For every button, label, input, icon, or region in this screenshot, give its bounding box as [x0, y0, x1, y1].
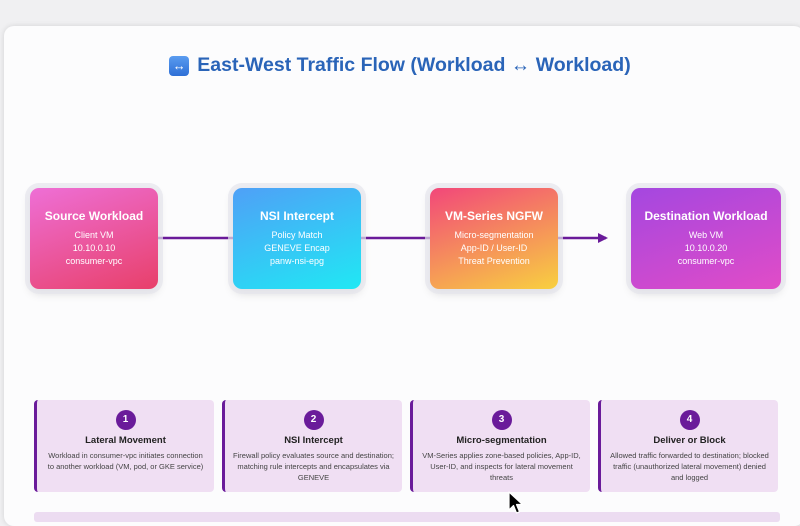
node-detail: Web VM — [688, 230, 724, 240]
step-description: VM-Series applies zone-based policies, A… — [422, 451, 581, 482]
mouse-cursor-icon — [508, 491, 524, 514]
node-detail: App-ID / User-ID — [460, 243, 528, 253]
step-card-1: 1 Lateral Movement Workload in consumer-… — [34, 400, 214, 492]
page-title-text: East-West Traffic Flow (Workload ↔ Workl… — [197, 54, 631, 76]
step-description: Firewall policy evaluates source and des… — [233, 451, 394, 482]
step-number-badge: 2 — [303, 410, 324, 430]
node-detail: Client VM — [74, 230, 114, 240]
node-title: Source Workload — [44, 209, 144, 223]
node-title: Destination Workload — [644, 209, 768, 223]
node-nsi-intercept: NSI Intercept Policy Match GENEVE Encap … — [233, 188, 361, 289]
bottom-section-strip — [34, 512, 780, 522]
left-right-arrow-icon: ↔ — [169, 55, 190, 76]
step-title: Lateral Movement — [85, 435, 166, 446]
step-title: Deliver or Block — [653, 435, 726, 446]
node-vm-series-ngfw: VM-Series NGFW Micro-segmentation App-ID… — [430, 188, 558, 289]
page-title: ↔ East-West Traffic Flow (Workload ↔ Wor… — [0, 54, 800, 77]
step-description: Allowed traffic forwarded to destination… — [610, 451, 769, 482]
node-destination-workload: Destination Workload Web VM 10.10.0.20 c… — [631, 188, 781, 289]
node-title: VM-Series NGFW — [444, 209, 543, 223]
step-card-3: 3 Micro-segmentation VM-Series applies z… — [410, 400, 590, 492]
node-source-workload: Source Workload Client VM 10.10.0.10 con… — [30, 188, 158, 289]
node-detail: consumer-vpc — [677, 256, 735, 266]
step-card-2: 2 NSI Intercept Firewall policy evaluate… — [222, 400, 402, 492]
step-number-badge: 3 — [491, 410, 512, 430]
node-title: NSI Intercept — [259, 209, 334, 223]
step-card-4: 4 Deliver or Block Allowed traffic forwa… — [598, 400, 778, 492]
step-title: NSI Intercept — [284, 435, 343, 446]
step-description: Workload in consumer-vpc initiates conne… — [47, 451, 204, 471]
node-detail: 10.10.0.10 — [72, 243, 116, 253]
node-detail: panw-nsi-epg — [269, 256, 325, 266]
step-number-badge: 1 — [115, 410, 136, 430]
node-detail: Policy Match — [271, 230, 323, 240]
step-number-badge: 4 — [679, 410, 700, 430]
node-detail: GENEVE Encap — [264, 243, 330, 253]
node-detail: 10.10.0.20 — [684, 243, 728, 253]
step-title: Micro-segmentation — [456, 435, 547, 446]
node-detail: Threat Prevention — [458, 256, 530, 266]
node-detail: Micro-segmentation — [454, 230, 534, 240]
node-detail: consumer-vpc — [65, 256, 123, 266]
